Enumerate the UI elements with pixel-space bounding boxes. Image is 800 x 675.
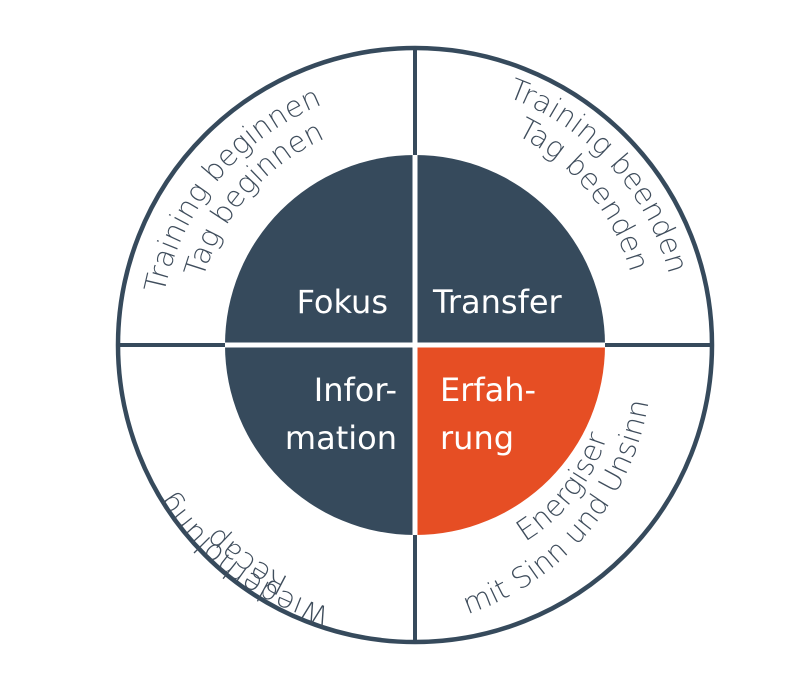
label-information-line1: Infor- — [314, 371, 397, 409]
quadrant-fokus — [225, 155, 415, 345]
label-information-line2: mation — [285, 419, 397, 457]
label-erfahrung-line2: rung — [440, 419, 514, 457]
quadrant-transfer — [415, 155, 605, 345]
label-erfahrung-line1: Erfah- — [440, 371, 536, 409]
label-fokus: Fokus — [297, 283, 388, 321]
label-transfer: Transfer — [432, 283, 563, 321]
quadrant-erfahrung — [415, 345, 605, 535]
quadrant-information — [225, 345, 415, 535]
